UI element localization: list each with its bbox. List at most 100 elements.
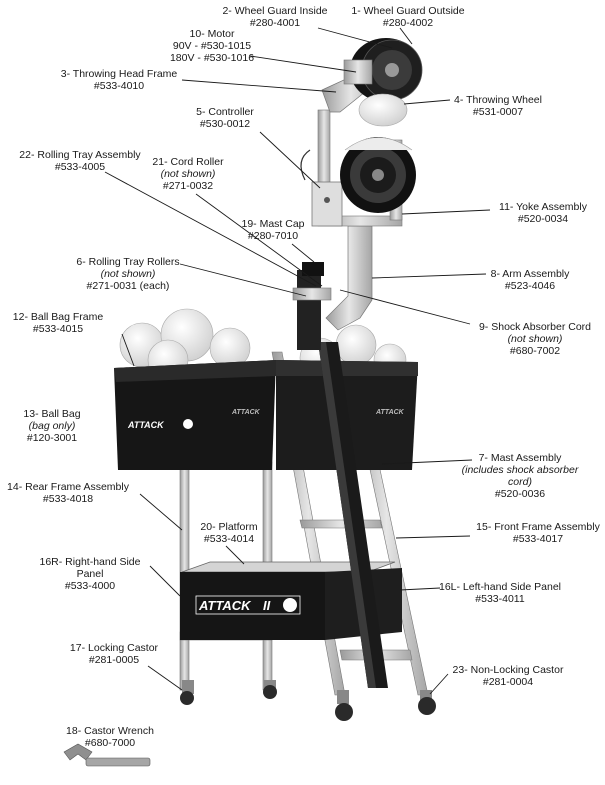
mast-assembly	[292, 262, 388, 688]
part-name: 8- Arm Assembly	[490, 268, 570, 280]
part-number: #280-4001	[249, 17, 301, 29]
part-name: 20- Platform	[200, 521, 258, 533]
label-cord-roller: 21- Cord Roller (not shown) #271-0032	[152, 156, 223, 192]
controller	[300, 149, 343, 227]
part-name: 21- Cord Roller	[152, 156, 224, 168]
part-number: #520-0034	[517, 213, 569, 225]
part-number: #520-0036	[494, 488, 546, 500]
label-arm-assembly: 8- Arm Assembly #523-4046	[491, 268, 570, 292]
part-number: 90V - #530-1015	[172, 40, 252, 52]
part-name: 7- Mast Assembly	[478, 452, 562, 464]
part-note: (includes shock absorber	[461, 464, 579, 476]
part-name: 11- Yoke Assembly	[499, 201, 587, 213]
label-shock-absorber-cord: 9- Shock Absorber Cord (not shown) #680-…	[479, 321, 591, 357]
svg-text:ATTACK: ATTACK	[375, 409, 405, 416]
part-number: #280-7010	[247, 230, 299, 242]
part-number: #680-7000	[84, 737, 136, 749]
part-name: 16L- Left-hand Side Panel	[438, 581, 562, 593]
label-throwing-wheel: 4- Throwing Wheel #531-0007	[454, 94, 542, 118]
part-number: #533-4014	[203, 533, 255, 545]
part-name: 4- Throwing Wheel	[454, 94, 542, 106]
label-castor-wrench: 18- Castor Wrench #680-7000	[66, 725, 154, 749]
part-number: #533-4011	[475, 593, 525, 605]
label-wheel-guard-inside: 2- Wheel Guard Inside #280-4001	[222, 5, 327, 29]
part-number: #533-4005	[54, 161, 106, 173]
part-name-2: Panel	[76, 568, 104, 580]
attack-logo-panel: ATTACK II	[195, 595, 301, 615]
part-note-2: cord)	[508, 476, 532, 488]
part-name: 14- Rear Frame Assembly	[7, 481, 129, 493]
svg-text:ATTACK: ATTACK	[231, 409, 261, 416]
leader-lines	[104, 27, 491, 695]
label-wheel-guard-outside: 1- Wheel Guard Outside #280-4002	[351, 5, 464, 29]
svg-text:ATTACK: ATTACK	[127, 420, 165, 430]
part-name: 18- Castor Wrench	[66, 725, 154, 737]
part-number: #530-0012	[199, 118, 251, 130]
part-name: 10- Motor	[189, 28, 235, 40]
part-number: #281-0004	[482, 676, 534, 688]
label-rolling-tray-rollers: 6- Rolling Tray Rollers (not shown) #271…	[76, 256, 179, 292]
part-name: 17- Locking Castor	[69, 642, 159, 654]
right-hand-side-panel: ATTACK II	[180, 572, 325, 640]
part-number: #281-0005	[88, 654, 140, 666]
label-platform: 20- Platform #533-4014	[200, 521, 257, 545]
non-locking-castor	[335, 690, 436, 721]
label-right-hand-side-panel: 16R- Right-hand Side Panel #533-4000	[40, 556, 141, 592]
part-number: #120-3001	[26, 432, 78, 444]
part-name: 3- Throwing Head Frame	[60, 68, 178, 80]
label-rolling-tray-assembly: 22- Rolling Tray Assembly #533-4005	[19, 149, 140, 173]
part-number: #280-4002	[382, 17, 434, 29]
label-motor: 10- Motor 90V - #530-1015 180V - #530-10…	[170, 28, 254, 64]
label-throwing-head-frame: 3- Throwing Head Frame #533-4010	[61, 68, 178, 92]
part-number: #531-0007	[472, 106, 524, 118]
part-name: 2- Wheel Guard Inside	[222, 5, 328, 17]
label-left-hand-side-panel: 16L- Left-hand Side Panel #533-4011	[439, 581, 561, 605]
part-number: #271-0031 (each)	[86, 280, 170, 292]
part-number: #533-4000	[64, 580, 116, 592]
svg-text:ATTACK: ATTACK	[198, 598, 252, 613]
part-name: 13- Ball Bag	[23, 408, 81, 420]
attack-logo-bag: ATTACK ATTACK ATTACK	[127, 409, 405, 430]
part-name: 9- Shock Absorber Cord	[478, 321, 592, 333]
label-front-frame-assembly: 15- Front Frame Assembly #533-4017	[476, 521, 600, 545]
part-name: 6- Rolling Tray Rollers	[76, 256, 180, 268]
castor-wrench	[63, 743, 151, 767]
label-controller: 5- Controller #530-0012	[196, 106, 254, 130]
part-name: 5- Controller	[196, 106, 254, 118]
part-number: #533-4015	[32, 323, 84, 335]
ball-bag: ATTACK ATTACK ATTACK	[114, 360, 418, 470]
part-number: #533-4010	[93, 80, 145, 92]
label-mast-cap: 19- Mast Cap #280-7010	[241, 218, 304, 242]
part-number-2: 180V - #530-1016	[169, 52, 255, 64]
label-non-locking-castor: 23- Non-Locking Castor #281-0004	[453, 664, 564, 688]
part-number: #680-7002	[509, 345, 561, 357]
throwing-ball	[358, 93, 408, 127]
part-note: (not shown)	[160, 168, 216, 180]
part-number: #533-4018	[42, 493, 94, 505]
arm-assembly	[325, 225, 373, 331]
motor	[343, 59, 373, 85]
label-locking-castor: 17- Locking Castor #281-0005	[70, 642, 158, 666]
part-number: #533-4017	[512, 533, 564, 545]
wheel-guard-outside	[361, 39, 423, 101]
label-yoke-assembly: 11- Yoke Assembly #520-0034	[499, 201, 587, 225]
part-name: 15- Front Frame Assembly	[476, 521, 600, 533]
label-rear-frame-assembly: 14- Rear Frame Assembly #533-4018	[7, 481, 129, 505]
throwing-wheel	[340, 137, 416, 213]
part-name: 12- Ball Bag Frame	[12, 311, 104, 323]
part-note: (bag only)	[28, 420, 76, 432]
svg-text:II: II	[263, 598, 271, 613]
part-number: #523-4046	[504, 280, 556, 292]
part-name: 1- Wheel Guard Outside	[351, 5, 465, 17]
mast-cap	[302, 262, 324, 276]
part-number: #271-0032	[162, 180, 214, 192]
part-name: 23- Non-Locking Castor	[452, 664, 564, 676]
part-name: 19- Mast Cap	[241, 218, 305, 230]
part-name: 22- Rolling Tray Assembly	[19, 149, 141, 161]
part-name: 16R- Right-hand Side	[39, 556, 141, 568]
part-note: (not shown)	[507, 333, 563, 345]
part-note: (not shown)	[100, 268, 156, 280]
label-ball-bag: 13- Ball Bag (bag only) #120-3001	[23, 408, 80, 444]
